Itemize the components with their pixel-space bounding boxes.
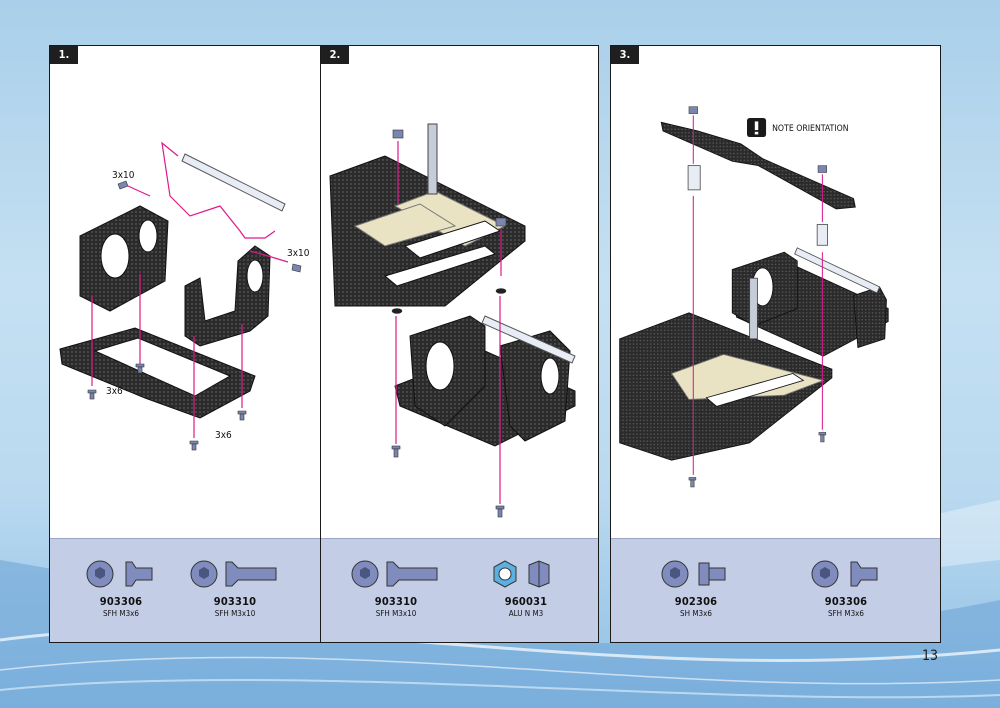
- step-number: 1.: [50, 46, 78, 64]
- flat-head-screw-icon: [811, 560, 878, 588]
- parts-list: 903310 SFH M3x10 960031 ALU N M3: [321, 538, 598, 642]
- step-3-assembly-drawing: NOTE ORIENTATION: [619, 106, 889, 488]
- label-3x6-a: 3x6: [106, 386, 123, 397]
- part-code: 903310: [213, 595, 257, 608]
- step-1-assembly-drawing: 3x10 3x10 3x6 3x6: [59, 141, 310, 451]
- part-desc: ALU N M3: [508, 609, 544, 618]
- part-code: 903306: [99, 595, 143, 608]
- step-1-panel: 1.: [49, 45, 337, 643]
- hex-nut-icon: [493, 560, 550, 588]
- part-code: 960031: [504, 595, 548, 608]
- part-item: 902306 SH M3x6: [641, 559, 751, 618]
- flat-head-screw-long-icon: [351, 560, 438, 588]
- part-desc: SH M3x6: [680, 609, 712, 618]
- part-code: 902306: [674, 595, 718, 608]
- step-2-panel: 2.: [320, 45, 599, 643]
- step-2-assembly-drawing: [329, 123, 576, 518]
- part-item: 903306 SFH M3x6: [66, 559, 176, 618]
- part-desc: SFH M3x6: [102, 609, 140, 618]
- label-3x6-b: 3x6: [215, 430, 232, 441]
- label-3x10-a: 3x10: [112, 170, 135, 181]
- flat-head-screw-long-icon: [190, 560, 277, 588]
- step-number: 3.: [611, 46, 639, 64]
- flat-head-screw-icon: [86, 560, 153, 588]
- step-3-panel: 3. NOTE ORIENTATION: [610, 45, 941, 643]
- parts-list: 902306 SH M3x6 903306 SFH M3x6: [611, 538, 940, 642]
- part-desc: SFH M3x6: [827, 609, 865, 618]
- part-item: 960031 ALU N M3: [471, 559, 581, 618]
- part-item: 903310 SFH M3x10: [341, 559, 451, 618]
- parts-list: 903306 SFH M3x6 903310 SFH M3x10: [50, 538, 336, 642]
- part-item: 903306 SFH M3x6: [791, 559, 901, 618]
- part-code: 903306: [824, 595, 868, 608]
- step-number: 2.: [321, 46, 349, 64]
- part-code: 903310: [374, 595, 418, 608]
- part-item: 903310 SFH M3x10: [180, 559, 290, 618]
- warning-icon: [747, 117, 767, 138]
- part-desc: SFH M3x10: [214, 609, 256, 618]
- socket-head-screw-icon: [661, 560, 726, 588]
- note-orientation-label: NOTE ORIENTATION: [772, 124, 849, 134]
- label-3x10-b: 3x10: [287, 248, 310, 259]
- page-number: 13: [921, 648, 938, 664]
- part-desc: SFH M3x10: [375, 609, 417, 618]
